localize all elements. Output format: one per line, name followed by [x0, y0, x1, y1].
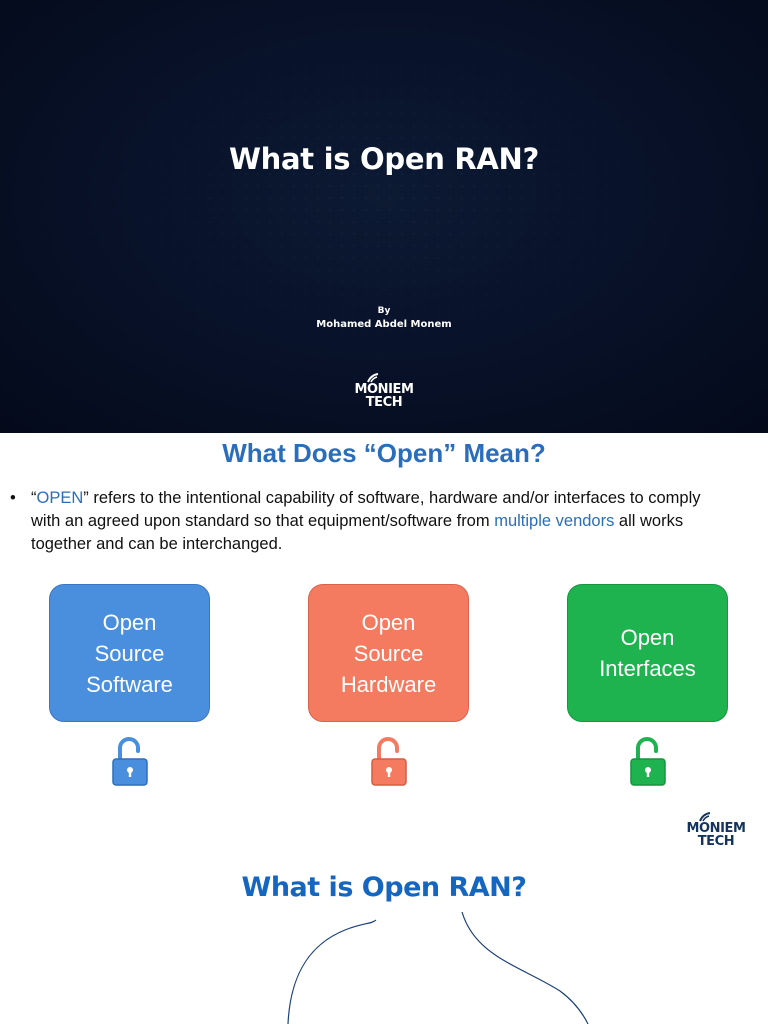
open-keyword: OPEN [36, 489, 84, 507]
card-line: Software [86, 671, 173, 697]
unlocked-padlock-icon [630, 737, 666, 786]
slide-title: What is Open RAN? [228, 142, 540, 176]
open-ran-slide: What is Open RAN? [0, 866, 768, 1024]
signal-wave-icon [699, 812, 711, 822]
bullet-text-part: “ [31, 489, 37, 507]
card-line: Open [361, 609, 416, 635]
logo-line-1: MONIEM [686, 821, 746, 836]
signal-wave-icon [367, 373, 379, 383]
logo-line-2: TECH [365, 395, 403, 410]
logo-line-1: MONIEM [354, 382, 414, 397]
bullet-paragraph: • “OPEN” refers to the intentional capab… [10, 487, 730, 556]
unlocked-padlock-icon [371, 737, 407, 786]
bullet-text-part: ” refers to the intentional capability o… [31, 489, 701, 530]
title-slide: What is Open RAN? By Mohamed Abdel Monem… [0, 0, 768, 433]
card-line: Open [620, 625, 675, 650]
card-line: Hardware [340, 671, 437, 697]
moniem-tech-logo: MONIEM TECH [676, 812, 756, 848]
card-open-interfaces: Open Interfaces [567, 584, 728, 722]
decorative-curves [287, 911, 589, 1024]
logo-line-2: TECH [697, 834, 735, 849]
byline-label: By [377, 306, 391, 316]
card-line: Source [94, 640, 165, 666]
card-open-source-hardware: Open Source Hardware [308, 584, 469, 722]
slide-title: What is Open RAN? [241, 872, 527, 903]
dot-grid-background [0, 0, 768, 433]
bullet-text-part: all works together and can be interchang… [31, 512, 684, 553]
bullet-marker: • [10, 489, 16, 507]
card-line: Interfaces [599, 656, 696, 681]
moniem-tech-logo: MONIEM TECH [344, 373, 424, 409]
open-meaning-slide: What Does “Open” Mean? • “OPEN” refers t… [0, 433, 768, 866]
card-open-source-software: Open Source Software [49, 584, 210, 722]
author-name: Mohamed Abdel Monem [316, 319, 452, 330]
bullet-text: “OPEN” refers to the intentional capabil… [31, 487, 730, 556]
unlocked-padlock-icon [112, 737, 148, 786]
slide-heading: What Does “Open” Mean? [222, 438, 546, 468]
multiple-vendors-highlight: multiple vendors [494, 512, 615, 530]
card-line: Open [102, 609, 157, 635]
card-line: Source [353, 640, 424, 666]
